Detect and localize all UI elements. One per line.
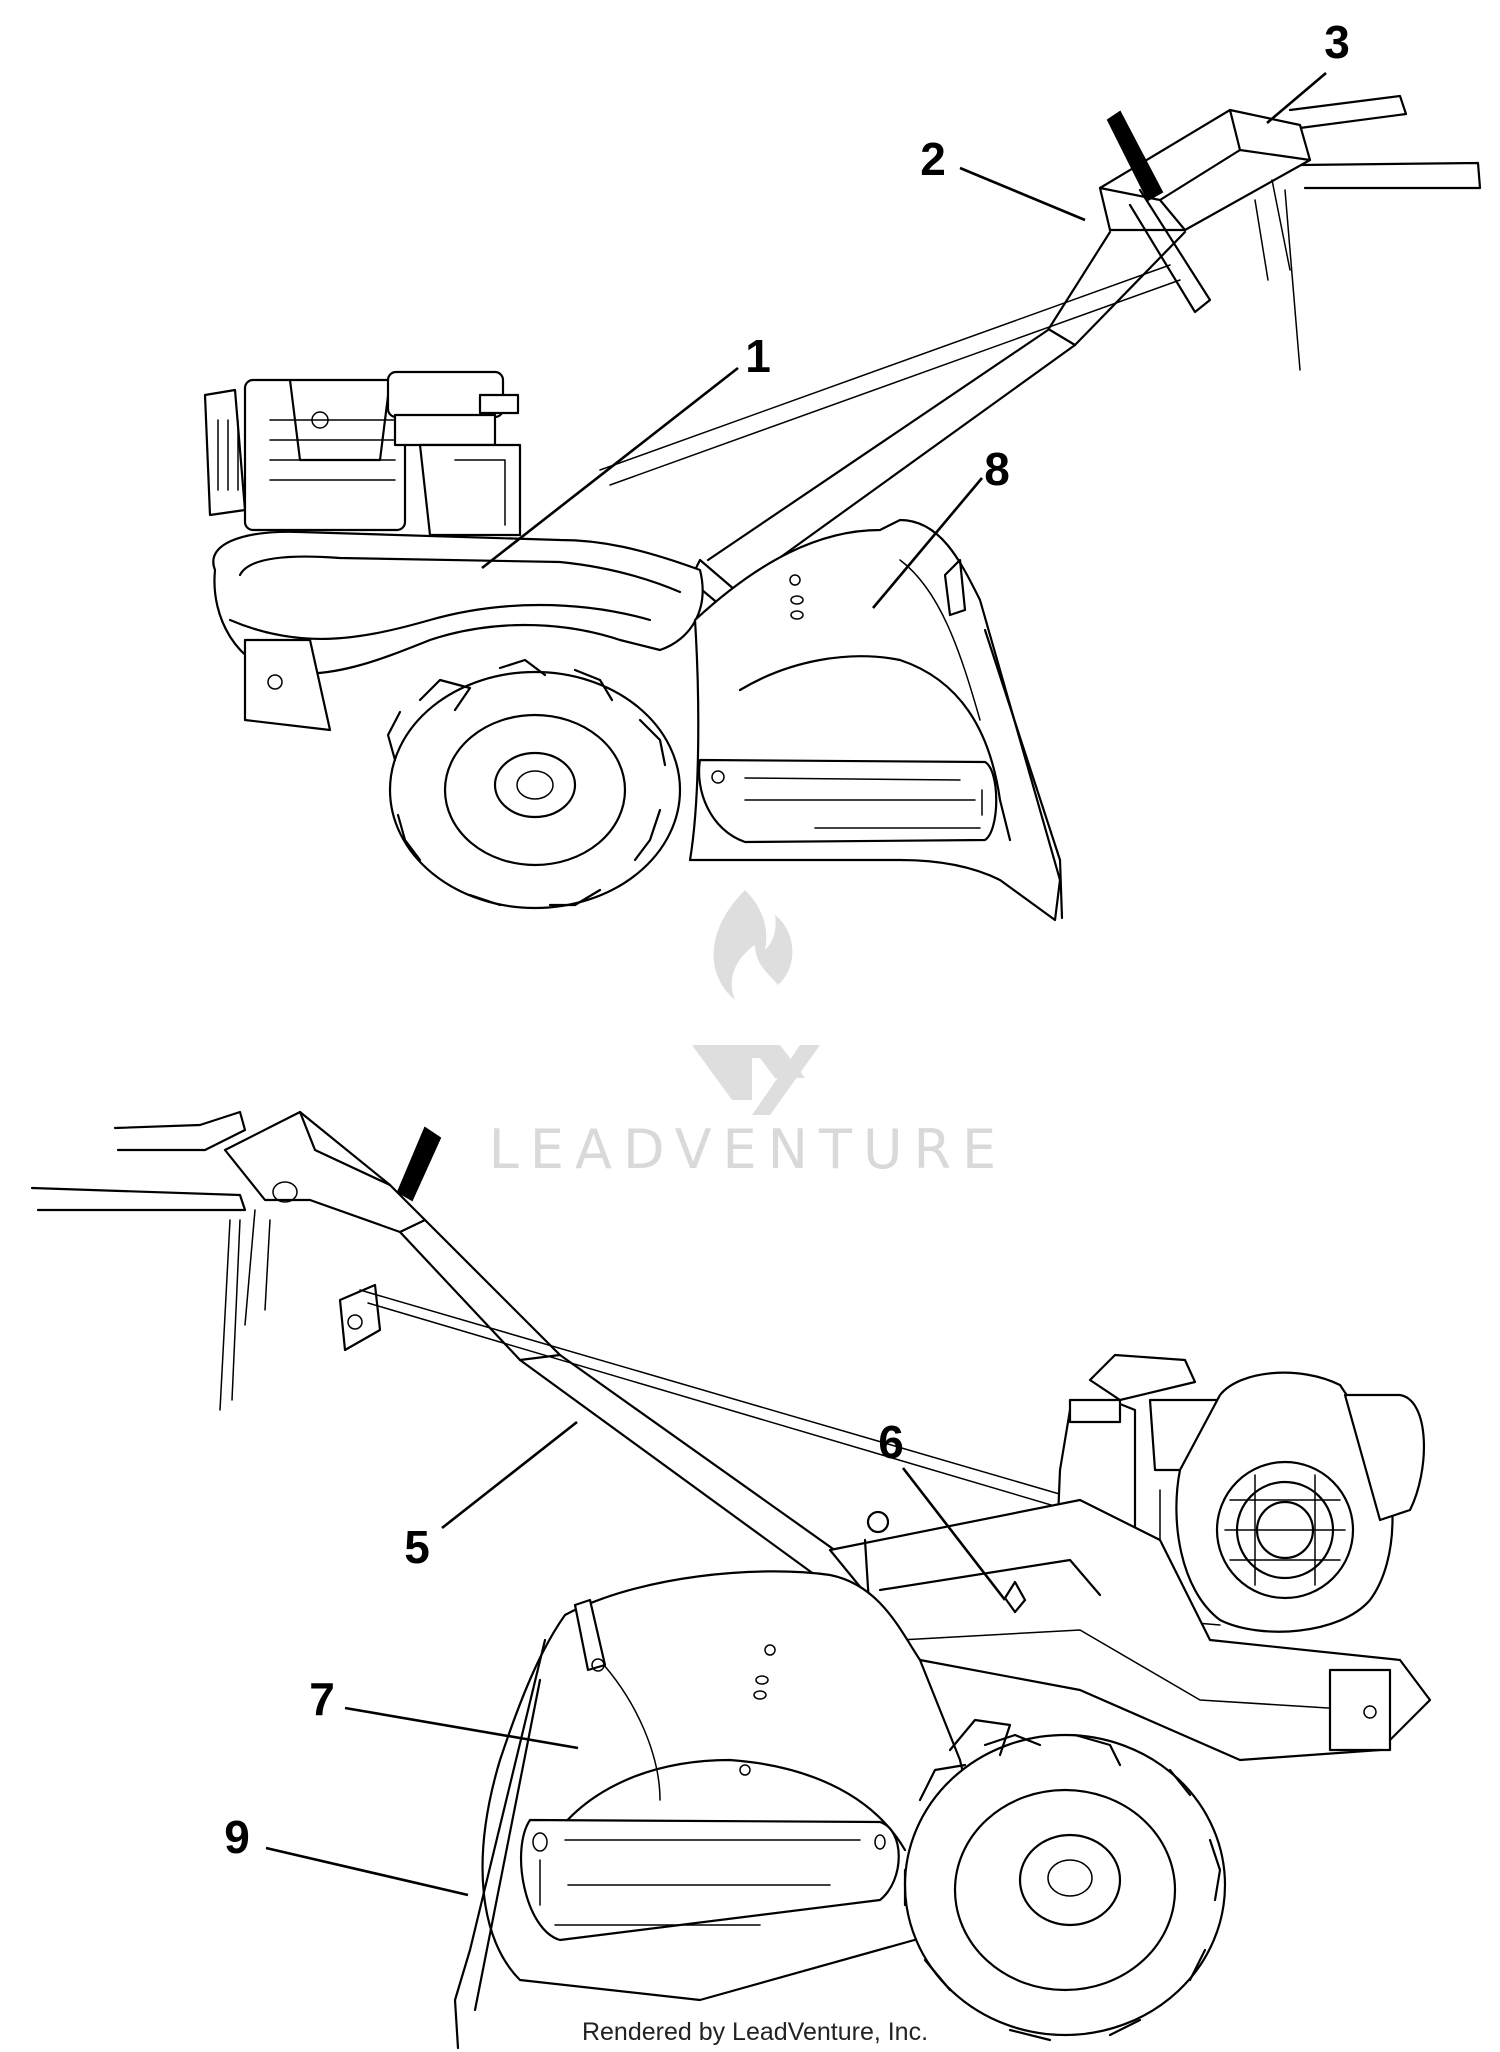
leader-6: [901, 1467, 1007, 1601]
handle-tube-top: [599, 230, 1187, 607]
callout-3: 3: [1324, 16, 1350, 68]
leader-1: [481, 366, 739, 570]
handlebar-top: [1098, 94, 1482, 371]
rendered-by-footer: Rendered by LeadVenture, Inc.: [582, 2018, 928, 2046]
flame-logo-icon: [692, 890, 820, 1115]
callout-8: 8: [984, 443, 1010, 495]
engine-top: [203, 370, 522, 537]
leader-8: [872, 477, 983, 609]
callout-leaders: [265, 72, 1327, 1897]
callout-5: 5: [404, 1521, 430, 1573]
leader-7: [344, 1706, 579, 1750]
leadventure-watermark: LEADVENTURE: [489, 890, 1007, 1181]
leader-9: [265, 1846, 469, 1897]
leader-5: [441, 1420, 578, 1530]
wheel-bottom: [903, 1718, 1227, 2042]
tiller-bottom-view: [30, 1110, 1432, 2050]
callout-6: 6: [878, 1416, 904, 1468]
leader-3: [1266, 72, 1327, 124]
watermark-text: LEADVENTURE: [489, 1118, 1007, 1181]
wheel-top: [386, 658, 682, 910]
tine-guard-top: [688, 518, 1064, 922]
handlebar-bottom: [30, 1110, 442, 1411]
callout-labels: 1 2 3 5 6 7 8 9: [224, 16, 1350, 1863]
callout-2: 2: [920, 133, 946, 185]
callout-1: 1: [745, 330, 771, 382]
tiller-top-view: [203, 94, 1482, 922]
tine-guard-bottom: [453, 1570, 970, 2050]
callout-9: 9: [224, 1811, 250, 1863]
callout-7: 7: [309, 1673, 335, 1725]
side-bracket-top: [243, 638, 332, 732]
leader-2: [959, 166, 1086, 222]
